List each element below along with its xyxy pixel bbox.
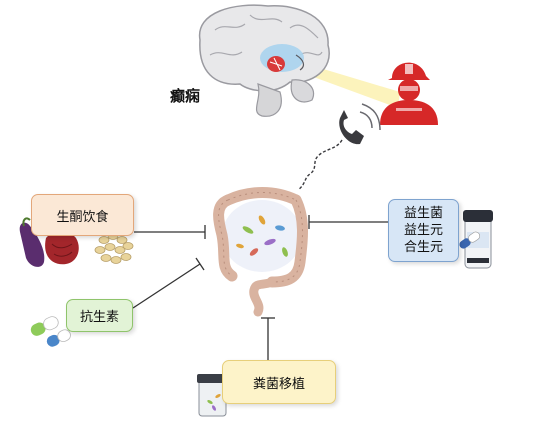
fecal-transplant-box: 粪菌移植 xyxy=(222,360,336,404)
keto-diet-box: 生酮饮食 xyxy=(31,194,134,236)
connector-fmt xyxy=(261,317,275,360)
connector-antibiotic xyxy=(132,257,205,309)
fecal-transplant-label: 粪菌移植 xyxy=(252,376,305,392)
probiotic-bottle-icon xyxy=(459,210,493,269)
signal-beam xyxy=(300,62,400,108)
antibiotic-box: 抗生素 xyxy=(66,299,133,332)
food-icon xyxy=(19,217,134,267)
intestine-icon xyxy=(213,187,308,317)
telephone-icon xyxy=(297,103,381,191)
brain-icon xyxy=(198,4,330,117)
synbiotic-label: 合生元 xyxy=(403,240,443,255)
firefighter-icon xyxy=(380,62,438,125)
probiotic-label: 益生菌 xyxy=(403,206,443,221)
keto-diet-label: 生酮饮食 xyxy=(56,209,109,225)
prebiotic-label: 益生元 xyxy=(403,223,443,238)
connector-keto xyxy=(134,225,206,239)
epilepsy-label: 癫痫 xyxy=(170,87,201,105)
capsule-icon xyxy=(30,316,71,347)
connector-probiotic xyxy=(308,215,388,229)
probiotic-box: 益生菌 益生元 合生元 xyxy=(388,199,459,262)
antibiotic-label: 抗生素 xyxy=(79,310,119,325)
